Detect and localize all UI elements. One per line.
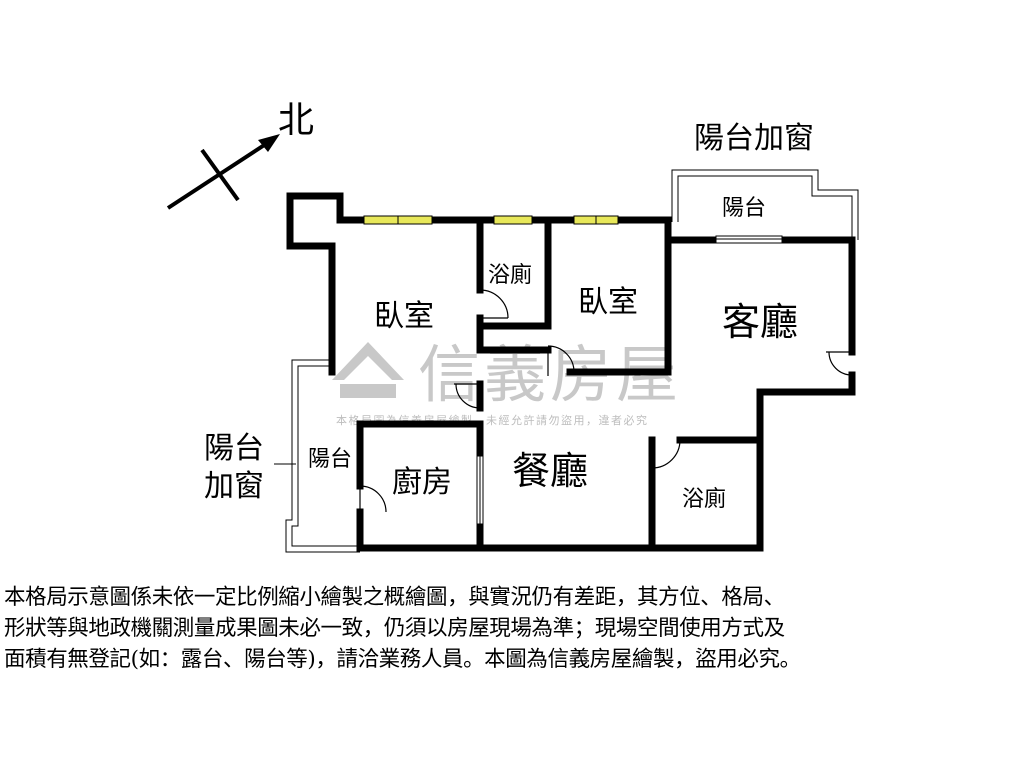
disclaimer-line: 本格局示意圖係未依一定比例縮小繪製之概繪圖，與實況仍有差距，其方位、格局、: [4, 585, 785, 610]
disclaimer-text: 本格局示意圖係未依一定比例縮小繪製之概繪圖，與實況仍有差距，其方位、格局、 形狀…: [4, 582, 1018, 675]
label-bathroom-top: 浴廁: [488, 263, 532, 288]
left-balcony: [285, 359, 360, 553]
label-bedroom-right: 臥室: [578, 285, 638, 320]
disclaimer-line: 面積有無登記(如：露台、陽台等)，請洽業務人員。本圖為信義房屋繪製，盜用必究。: [4, 647, 801, 672]
top-balcony: [671, 169, 859, 240]
watermark-logo-icon: [332, 342, 404, 398]
label-kitchen: 廚房: [392, 465, 452, 500]
windows: [363, 215, 783, 525]
label-balcony-top: 陽台: [722, 196, 766, 221]
floor-plan-diagram: 北 信義房屋 本格局圖為信義房屋繪製，未經允許請勿盜用，違者必究: [166, 100, 859, 553]
walls: [286, 192, 856, 552]
doors: [359, 289, 853, 513]
label-bedroom-left: 臥室: [374, 299, 434, 334]
north-compass-icon: [166, 134, 280, 210]
label-dining-room: 餐廳: [512, 449, 588, 493]
label-living-room: 客廳: [722, 300, 798, 344]
label-balcony-left-note-line1: 陽台: [204, 431, 264, 466]
label-balcony-left-note-line2: 加窗: [204, 469, 264, 504]
label-balcony-top-note: 陽台加窗: [694, 121, 814, 156]
label-balcony-left: 陽台: [308, 447, 352, 472]
compass-north-label: 北: [278, 100, 314, 141]
label-bathroom-bottom: 浴廁: [682, 487, 726, 512]
disclaimer-line: 形狀等與地政機關測量成果圖未必一致，仍須以房屋現場為準；現場空間使用方式及: [4, 616, 785, 641]
